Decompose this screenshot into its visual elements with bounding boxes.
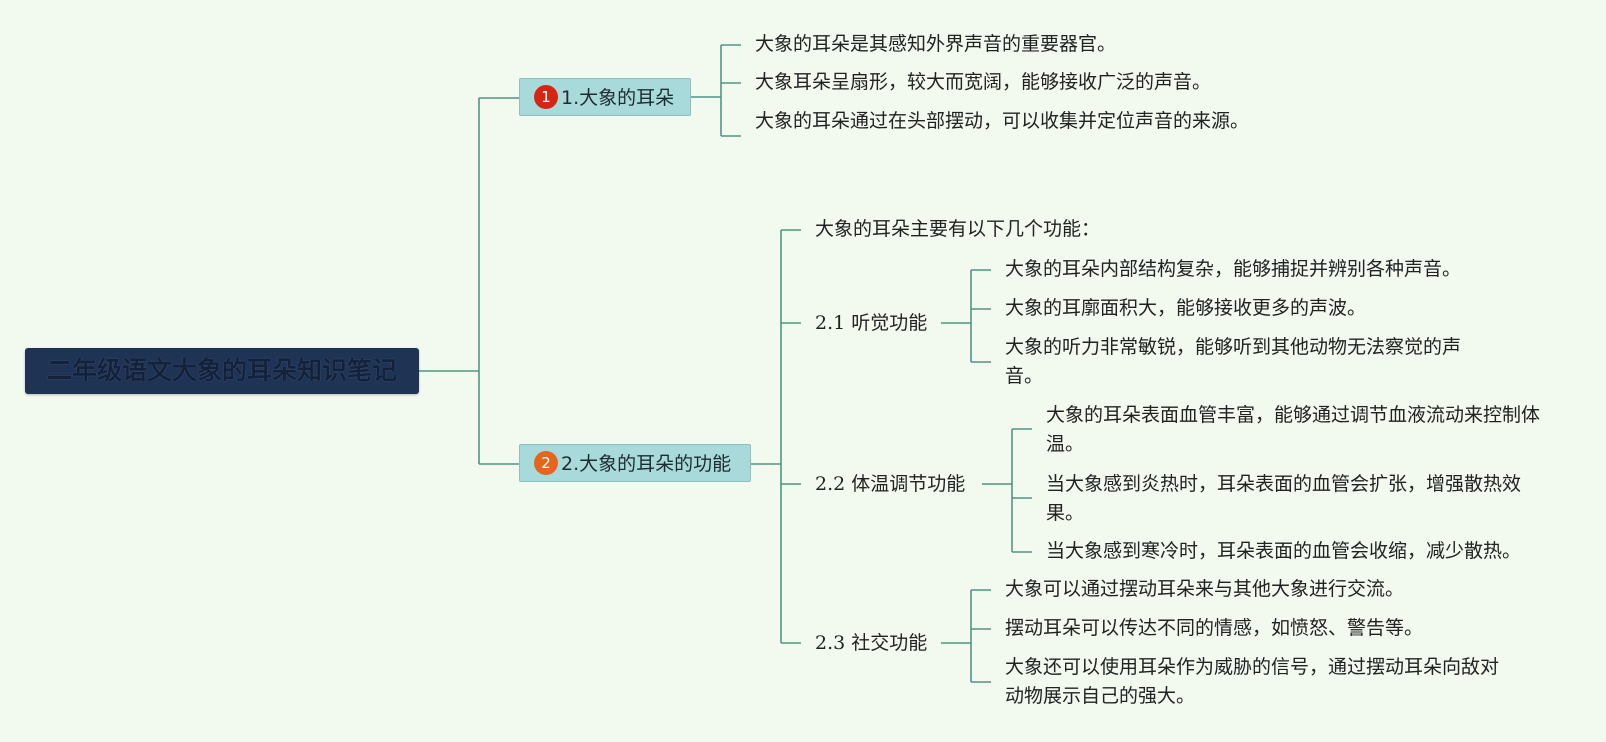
leaf-node[interactable]: 大象还可以使用耳朵作为威胁的信号，通过摆动耳朵向敌对动物展示自己的强大。 bbox=[1005, 656, 1500, 707]
leaf-node[interactable]: 大象耳朵呈扇形，较大而宽阔，能够接收广泛的声音。 bbox=[755, 71, 1212, 93]
leaf-node[interactable]: 大象的耳朵表面血管丰富，能够通过调节血液流动来控制体温。 bbox=[1046, 404, 1541, 455]
root-node[interactable]: 二年级语文大象的耳朵知识笔记 bbox=[25, 348, 419, 394]
leaf-node[interactable]: 大象的耳廓面积大，能够接收更多的声波。 bbox=[1005, 297, 1367, 319]
leaf-node[interactable]: 大象的耳朵内部结构复杂，能够捕捉并辨别各种声音。 bbox=[1005, 258, 1462, 280]
root-node-label: 二年级语文大象的耳朵知识笔记 bbox=[46, 356, 397, 385]
leaf-node[interactable]: 当大象感到寒冷时，耳朵表面的血管会收缩，减少散热。 bbox=[1046, 540, 1522, 562]
leaf-node[interactable]: 摆动耳朵可以传达不同的情感，如愤怒、警告等。 bbox=[1005, 617, 1424, 639]
leaf-node[interactable]: 大象的听力非常敏锐，能够听到其他动物无法察觉的声音。 bbox=[1005, 336, 1462, 387]
branch-node-label: 2.大象的耳朵的功能 bbox=[561, 453, 732, 475]
branch-node-label: 1.大象的耳朵 bbox=[561, 87, 675, 109]
subtopic-temperature[interactable]: 2.2 体温调节功能 bbox=[815, 473, 966, 495]
priority-2-icon: 2 bbox=[534, 450, 558, 475]
subtopic-social[interactable]: 2.3 社交功能 bbox=[815, 632, 928, 654]
subtopic-hearing[interactable]: 2.1 听觉功能 bbox=[815, 312, 928, 334]
intro-node[interactable]: 大象的耳朵主要有以下几个功能： bbox=[815, 218, 1101, 240]
leaf-node[interactable]: 大象的耳朵通过在头部摆动，可以收集并定位声音的来源。 bbox=[755, 110, 1250, 132]
leaf-node[interactable]: 大象的耳朵是其感知外界声音的重要器官。 bbox=[755, 33, 1117, 55]
priority-1-icon: 1 bbox=[534, 84, 558, 109]
leaf-node[interactable]: 大象可以通过摆动耳朵来与其他大象进行交流。 bbox=[1005, 578, 1405, 600]
leaf-node[interactable]: 当大象感到炎热时，耳朵表面的血管会扩张，增强散热效果。 bbox=[1046, 473, 1522, 524]
